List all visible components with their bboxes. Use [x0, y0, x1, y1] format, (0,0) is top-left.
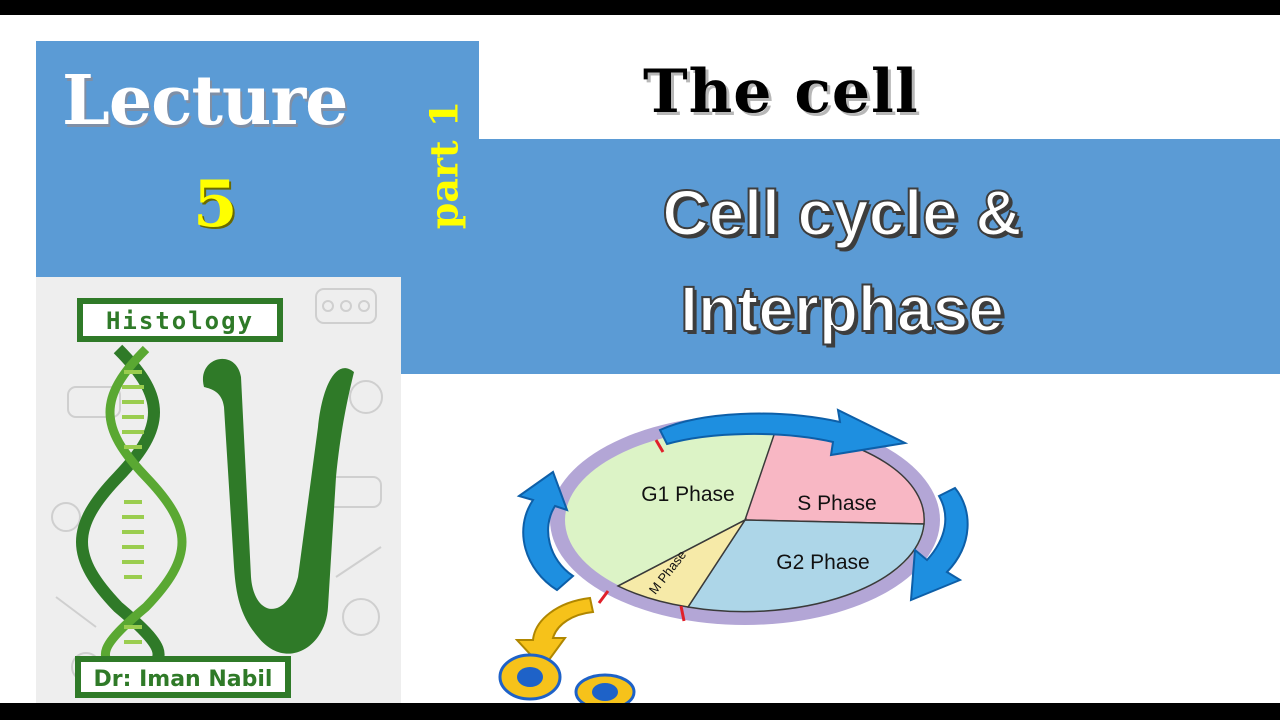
pill-pack-icon — [315, 288, 377, 324]
pill-icon — [340, 300, 352, 312]
s-phase-label: S Phase — [797, 492, 876, 515]
logo-title: Histology — [106, 307, 254, 335]
histology-logo: Histology — [36, 277, 401, 703]
page-title: The cell — [643, 57, 919, 127]
logo-author: Dr: Iman Nabil — [94, 667, 273, 692]
calligraphy-n-icon — [202, 358, 354, 654]
subtitle-line-2: Interphase — [679, 272, 1005, 346]
subtitle-line-1: Cell cycle & — [661, 176, 1022, 250]
dna-helix-icon — [76, 344, 187, 677]
medical-pattern — [51, 288, 383, 682]
capsule-icon — [342, 598, 380, 636]
daughter-cell-1 — [498, 653, 562, 701]
cycle-arrow-right-icon — [909, 486, 969, 602]
pill-icon — [51, 502, 81, 532]
g2-phase-sector — [686, 519, 925, 613]
logo-artwork: Histology — [51, 288, 383, 698]
cycle-arrow-top-icon — [658, 408, 909, 457]
pill-icon — [358, 300, 370, 312]
syringe-icon — [55, 596, 97, 628]
slide-canvas: Lecture 5 part 1 The cell Cell cycle & I… — [0, 15, 1280, 703]
part-label: part 1 — [421, 100, 467, 230]
pill-pack-icon — [67, 386, 121, 418]
syringe-icon — [335, 546, 382, 578]
checkpoint-ticks — [597, 439, 686, 622]
lecture-number: 5 — [193, 167, 238, 242]
subtitle: Cell cycle & Interphase — [602, 165, 1082, 357]
cycle-arrow-left-icon — [516, 470, 575, 592]
pill-icon — [322, 300, 334, 312]
g1-phase-label: G1 Phase — [641, 483, 734, 506]
g2-phase-label: G2 Phase — [776, 551, 869, 574]
subtitle-band — [400, 139, 1280, 374]
capsule-icon — [349, 380, 383, 414]
g1-boundary — [617, 519, 746, 587]
lecture-label: Lecture — [62, 61, 348, 141]
daughter-cell-2 — [574, 673, 636, 703]
logo-author-bar — [75, 656, 291, 698]
cell-cycle-diagram: G1 Phase S Phase G2 Phase M Phase — [498, 408, 969, 703]
logo-title-bar — [77, 298, 283, 342]
